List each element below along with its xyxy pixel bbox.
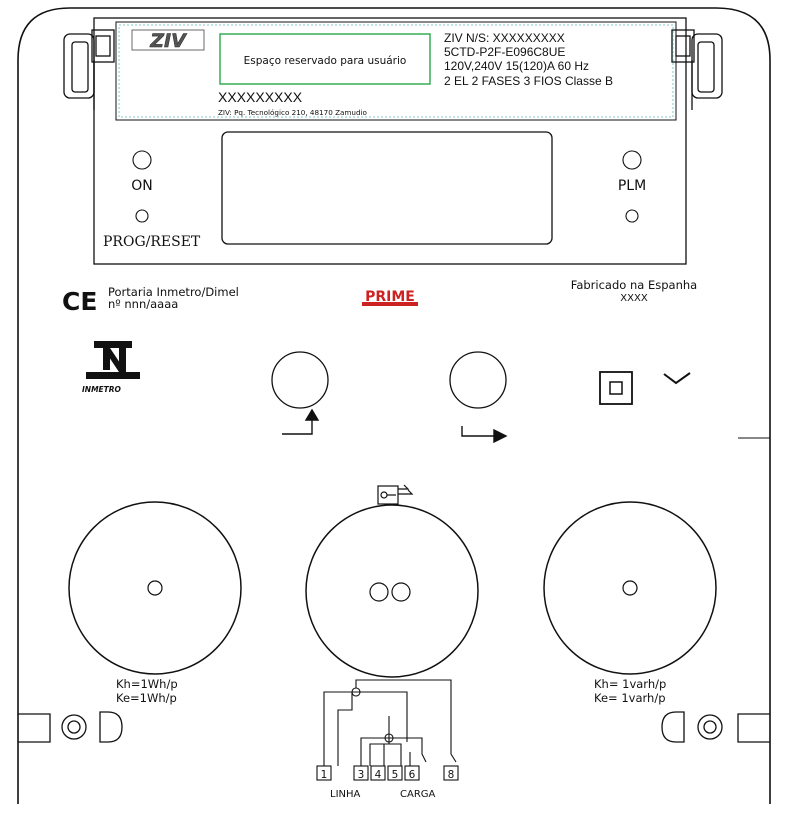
- kh-reactive: Kh= 1varh/p: [594, 677, 666, 691]
- terminal-blocks: [316, 765, 459, 781]
- prime-logo-text: PRIME: [365, 289, 415, 305]
- inmetro-logo: INMETRO: [82, 341, 140, 394]
- portaria-line2: nº nnn/aaaa: [108, 297, 178, 311]
- ce-mark: CE: [62, 287, 97, 316]
- terminal-6: 6: [409, 769, 416, 781]
- serial-line: ZIV N/S: XXXXXXXXX: [444, 31, 565, 45]
- ke-reactive: Ke= 1varh/p: [594, 691, 666, 705]
- address-text: ZIV: Pq. Tecnológico 210, 48170 Zamudio: [218, 108, 367, 117]
- kh-active: Kh=1Wh/p: [116, 677, 178, 691]
- manufactured-line1: Fabricado na Espanha: [571, 278, 697, 292]
- on-led: [132, 150, 152, 170]
- ziv-logo: ZIV: [131, 29, 205, 52]
- user-reserved-text: Espaço reservado para usuário: [244, 55, 407, 67]
- label-plate: [115, 21, 677, 121]
- arrow-up-right-icon: [282, 408, 320, 435]
- right-push-button[interactable]: [449, 351, 507, 409]
- user-reserved-box: [219, 33, 431, 85]
- manufactured-line2: XXXX: [620, 293, 648, 304]
- terminal-8: 8: [448, 769, 455, 781]
- plm-led: [622, 150, 642, 170]
- key-seal-icon: [377, 484, 414, 505]
- right-mount: [661, 711, 770, 743]
- display-panel: [93, 17, 687, 265]
- plm-label: PLM: [618, 178, 646, 194]
- code-text: XXXXXXXXX: [218, 89, 303, 105]
- left-hinge: [63, 29, 115, 110]
- meter-body-outline: [17, 7, 771, 804]
- arrow-right-icon: [461, 426, 508, 444]
- right-hinge: [671, 29, 723, 110]
- prog-reset-button[interactable]: [135, 209, 149, 223]
- lcd-display: [221, 131, 553, 245]
- portaria-line1: Portaria Inmetro/Dimel: [108, 285, 239, 299]
- ziv-logo-text: ZIV: [149, 30, 187, 52]
- on-label: ON: [131, 178, 153, 194]
- left-mount: [18, 711, 123, 743]
- model-line: 5CTD-P2F-E096C8UE: [444, 45, 565, 59]
- prog-reset-label: PROG/RESET: [103, 234, 201, 250]
- inmetro-text: INMETRO: [82, 385, 122, 394]
- left-push-button[interactable]: [271, 351, 329, 409]
- center-knockout: [305, 504, 479, 678]
- plm-small-indicator: [625, 209, 639, 223]
- terminal-5: 5: [392, 769, 399, 781]
- linha-label: LINHA: [330, 789, 361, 800]
- left-knockout: [68, 501, 242, 675]
- carga-label: CARGA: [400, 789, 436, 800]
- terminal-1: 1: [321, 769, 328, 781]
- terminal-3: 3: [358, 769, 365, 781]
- ke-active: Ke=1Wh/p: [116, 691, 177, 705]
- config-line: 2 EL 2 FASES 3 FIOS Classe B: [444, 74, 613, 88]
- terminal-4: 4: [375, 769, 382, 781]
- wiring-diagram: [323, 679, 457, 766]
- check-mark-icon: [663, 372, 691, 385]
- right-knockout: [543, 501, 717, 675]
- double-insulation-icon: [599, 371, 633, 405]
- prime-logo: PRIME: [362, 286, 418, 306]
- rating-line: 120V,240V 15(120)A 60 Hz: [444, 59, 589, 73]
